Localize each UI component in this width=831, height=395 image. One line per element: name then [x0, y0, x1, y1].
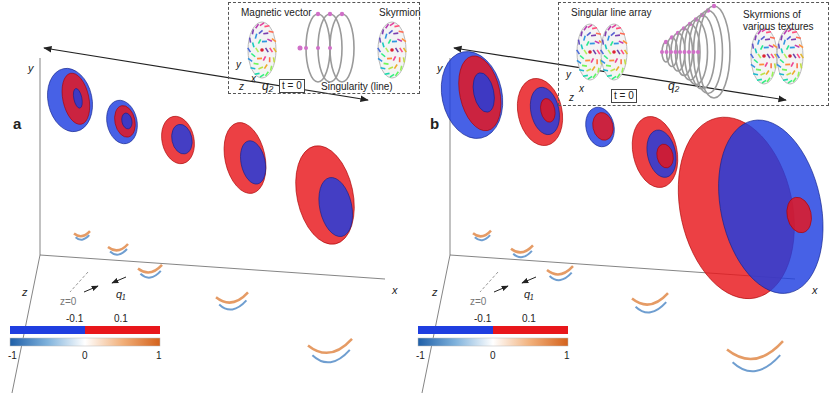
colour-bar-tick: -1 — [8, 350, 17, 361]
inset-label: z — [239, 81, 244, 93]
colour-bar-tick: -0.1 — [474, 313, 491, 324]
isosurface — [511, 74, 568, 150]
axis-label: z=0 — [60, 296, 76, 307]
colour-bar — [10, 326, 160, 346]
skyrmion — [248, 22, 276, 78]
skyrmion — [751, 28, 778, 84]
colour-bar-tick: 0 — [490, 350, 496, 361]
axis-label: x — [812, 284, 818, 296]
colour-bar-tick: -0.1 — [66, 313, 83, 324]
inset-frame: Singular line array Skyrmions of various … — [558, 2, 829, 106]
isosurface — [582, 105, 618, 150]
axis-label: z — [22, 286, 28, 298]
inset-label: Skyrmions of various textures — [743, 9, 823, 32]
axis-label: q₁ — [524, 288, 534, 300]
inset-label: t = 0 — [279, 79, 305, 93]
isosurface — [42, 64, 98, 136]
colour-bar-tick: 0 — [82, 350, 88, 361]
axis-label: z=0 — [470, 296, 486, 307]
axis-label: y — [437, 62, 443, 74]
inset-label: Singular line array — [571, 7, 652, 19]
isosurface — [287, 140, 363, 249]
colour-bar-tick: 0.1 — [522, 313, 536, 324]
colour-bar-tick: 0.1 — [114, 313, 128, 324]
axis-label: z — [432, 286, 438, 298]
inset-frame: Magnetic vector SkyrmionSingularity (line… — [228, 2, 420, 94]
inset-label: x — [579, 83, 584, 95]
inset-label: x — [251, 73, 256, 85]
inset-label: z — [569, 92, 574, 104]
panel-letter: b — [430, 116, 439, 133]
inset-label: Magnetic vector — [241, 7, 312, 19]
isosurface — [103, 97, 141, 146]
axis-label: y — [28, 62, 34, 74]
inset-label: y — [236, 59, 241, 71]
skyrmion — [577, 24, 604, 80]
axis-label: x — [392, 284, 398, 296]
skyrmion — [601, 24, 628, 80]
skyrmion — [777, 28, 804, 84]
isosurface — [662, 100, 831, 311]
colour-bar-tick: 1 — [564, 350, 570, 361]
colour-bar-tick: 1 — [156, 350, 162, 361]
isosurface — [434, 46, 511, 145]
inset-illustration — [248, 4, 804, 98]
isosurface — [157, 113, 198, 167]
skyrmion — [378, 22, 406, 78]
inset-label: y — [566, 69, 571, 81]
isosurface — [626, 112, 684, 192]
isosurface — [218, 119, 272, 198]
colour-bar-tick: -1 — [416, 350, 425, 361]
axis-label: q₁ — [116, 288, 126, 300]
axis-label: q₂ — [262, 80, 273, 93]
inset-label: Skyrmion — [379, 7, 421, 19]
axis-label: q₂ — [668, 80, 679, 93]
inset-label: t = 0 — [611, 89, 637, 103]
panel-letter: a — [13, 116, 21, 133]
inset-label: Singularity (line) — [321, 81, 393, 93]
colour-bar — [418, 326, 568, 346]
